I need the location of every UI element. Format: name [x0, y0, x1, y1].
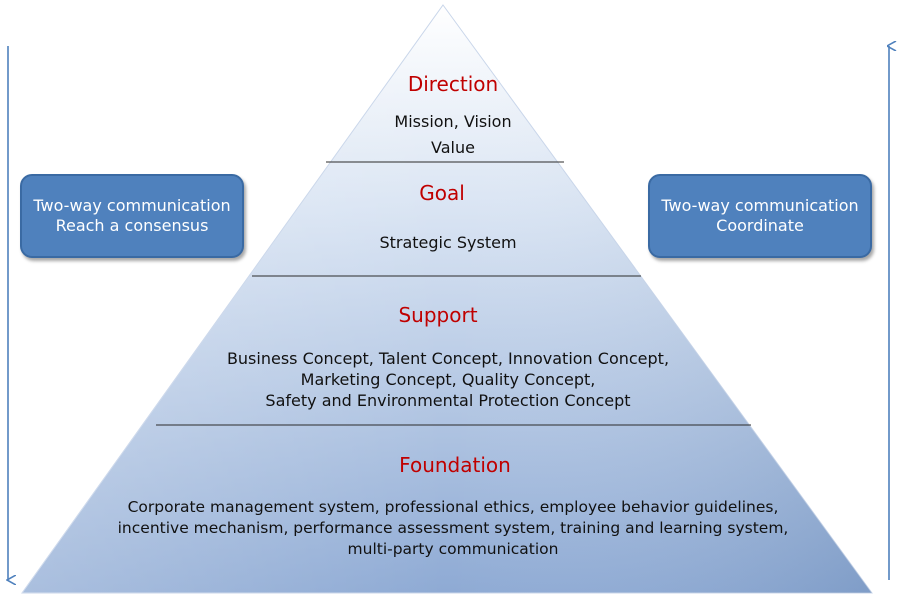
goal-description: Strategic System: [298, 232, 598, 253]
right-communication-box: Two-way communication Coordinate: [648, 174, 872, 258]
goal-heading: Goal: [419, 181, 465, 205]
foundation-line-3: multi-party communication: [347, 540, 559, 558]
support-heading: Support: [398, 303, 478, 327]
left-box-line2: Reach a consensus: [55, 216, 209, 235]
pyramid-shading: [22, 5, 872, 593]
support-line-2: Marketing Concept, Quality Concept,: [300, 370, 596, 389]
direction-line-1: Mission, Vision: [394, 112, 512, 131]
right-box-line1: Two-way communication: [661, 196, 859, 215]
foundation-line-1: Corporate management system, professiona…: [127, 498, 779, 516]
foundation-description: Corporate management system, professiona…: [90, 497, 816, 560]
right-box-line2: Coordinate: [716, 216, 804, 235]
direction-line-2: Value: [431, 138, 475, 157]
foundation-line-2: incentive mechanism, performance assessm…: [117, 519, 789, 537]
foundation-heading: Foundation: [399, 453, 511, 477]
direction-heading: Direction: [407, 72, 499, 96]
support-description: Business Concept, Talent Concept, Innova…: [188, 348, 708, 411]
goal-line-1: Strategic System: [379, 233, 517, 252]
left-communication-box: Two-way communication Reach a consensus: [20, 174, 244, 258]
support-line-3: Safety and Environmental Protection Conc…: [265, 391, 631, 410]
support-line-1: Business Concept, Talent Concept, Innova…: [226, 349, 670, 368]
left-box-line1: Two-way communication: [33, 196, 231, 215]
direction-description: Mission, Vision Value: [340, 109, 566, 161]
